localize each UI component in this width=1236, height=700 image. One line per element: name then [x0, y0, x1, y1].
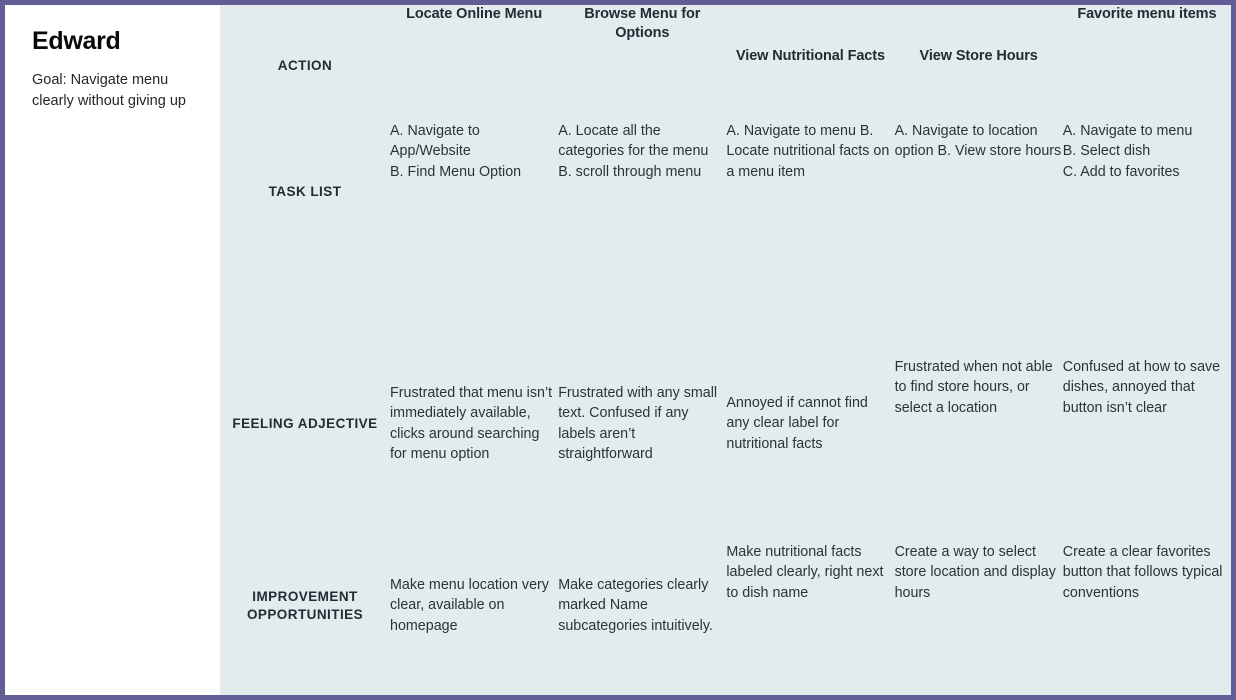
- persona-panel: Edward Goal: Navigate menu clearly witho…: [5, 5, 220, 695]
- row-label-feeling-adjective: FEELING ADJECTIVE: [232, 415, 378, 431]
- table-cell-feeling-favorite-menu-items: Confused at how to save dishes, annoyed …: [1062, 359, 1221, 416]
- row-label-action: ACTION: [277, 58, 333, 73]
- table-row-action: ACTION Locate Online Menu Browse Menu fo…: [220, 5, 1231, 105]
- column-header-browse-menu: Browse Menu for Options: [584, 6, 701, 42]
- table-cell-task-list-browse-menu: A. Locate all the categories for the men…: [558, 123, 709, 180]
- table-cell-feeling-view-store-hours: Frustrated when not able to find store h…: [894, 359, 1053, 416]
- table-cell-task-list-locate-online-menu: A. Navigate to App/Website B. Find Menu …: [390, 123, 522, 180]
- table-cell-feeling-view-nutritional: Annoyed if cannot find any clear label f…: [726, 395, 868, 452]
- journey-grid: ACTION Locate Online Menu Browse Menu fo…: [220, 5, 1231, 695]
- column-header-locate-online-menu: Locate Online Menu: [406, 6, 543, 22]
- table-cell-task-list-favorite-menu-items: A. Navigate to menu B. Select dish C. Ad…: [1062, 123, 1193, 180]
- table-row-task-list: TASK LIST A. Navigate to App/Website B. …: [220, 105, 1231, 331]
- table-cell-feeling-locate-online-menu: Frustrated that menu isn’t immediately a…: [390, 384, 553, 462]
- table-cell-improvement-view-store-hours: Create a way to select store location an…: [894, 544, 1056, 601]
- table-row-improvement-opportunities: IMPROVEMENT OPPORTUNITIES Make menu loca…: [220, 516, 1231, 695]
- journey-table: ACTION Locate Online Menu Browse Menu fo…: [220, 5, 1231, 695]
- table-cell-task-list-view-nutritional: A. Navigate to menu B. Locate nutritiona…: [726, 123, 890, 180]
- persona-goal: Goal: Navigate menu clearly without givi…: [32, 71, 186, 110]
- column-header-view-store-hours: View Store Hours: [919, 48, 1038, 64]
- row-label-improvement-opportunities: IMPROVEMENT OPPORTUNITIES: [246, 588, 364, 622]
- table-cell-improvement-favorite-menu-items: Create a clear favorites button that fol…: [1062, 544, 1223, 601]
- persona-name: Edward: [32, 27, 121, 55]
- table-cell-improvement-view-nutritional: Make nutritional facts labeled clearly, …: [726, 544, 884, 601]
- table-cell-improvement-locate-online-menu: Make menu location very clear, available…: [390, 577, 549, 634]
- table-row-feeling-adjective: FEELING ADJECTIVE Frustrated that menu i…: [220, 331, 1231, 516]
- table-cell-feeling-browse-menu: Frustrated with any small text. Confused…: [558, 384, 718, 462]
- column-header-favorite-menu-items: Favorite menu items: [1077, 6, 1217, 22]
- row-label-task-list: TASK LIST: [268, 184, 342, 199]
- column-header-view-nutritional: View Nutritional Facts: [735, 48, 885, 64]
- table-cell-improvement-browse-menu: Make categories clearly marked Name subc…: [558, 577, 713, 634]
- table-cell-task-list-view-store-hours: A. Navigate to location option B. View s…: [894, 123, 1062, 160]
